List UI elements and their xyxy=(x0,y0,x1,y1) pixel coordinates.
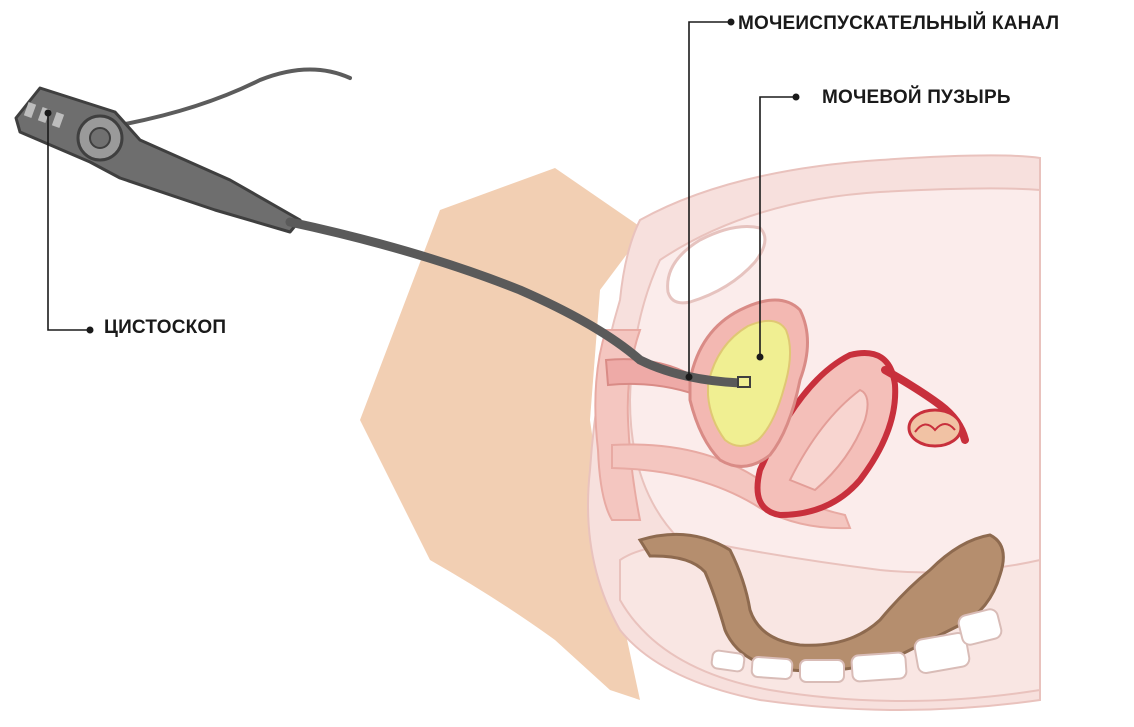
bladder-label: МОЧЕВОЙ ПУЗЫРЬ xyxy=(822,87,1011,109)
urethra-pointer-dot xyxy=(686,374,693,381)
urethra-label: МОЧЕИСПУСКАТЕЛЬНЫЙ КАНАЛ xyxy=(738,13,1059,35)
cystoscope-pointer-dot xyxy=(45,110,52,117)
cystoscope-tip xyxy=(738,377,750,387)
cystoscope-cable xyxy=(120,69,350,125)
eyepiece-center xyxy=(90,128,110,148)
urethra-label-dot xyxy=(728,19,735,26)
cystoscope-label-dot xyxy=(87,327,94,334)
bladder-label-dot xyxy=(793,94,800,101)
bladder-pointer-dot xyxy=(757,354,764,361)
cystoscope-label: ЦИСТОСКОП xyxy=(104,317,226,339)
cystoscope-handle xyxy=(16,88,300,232)
